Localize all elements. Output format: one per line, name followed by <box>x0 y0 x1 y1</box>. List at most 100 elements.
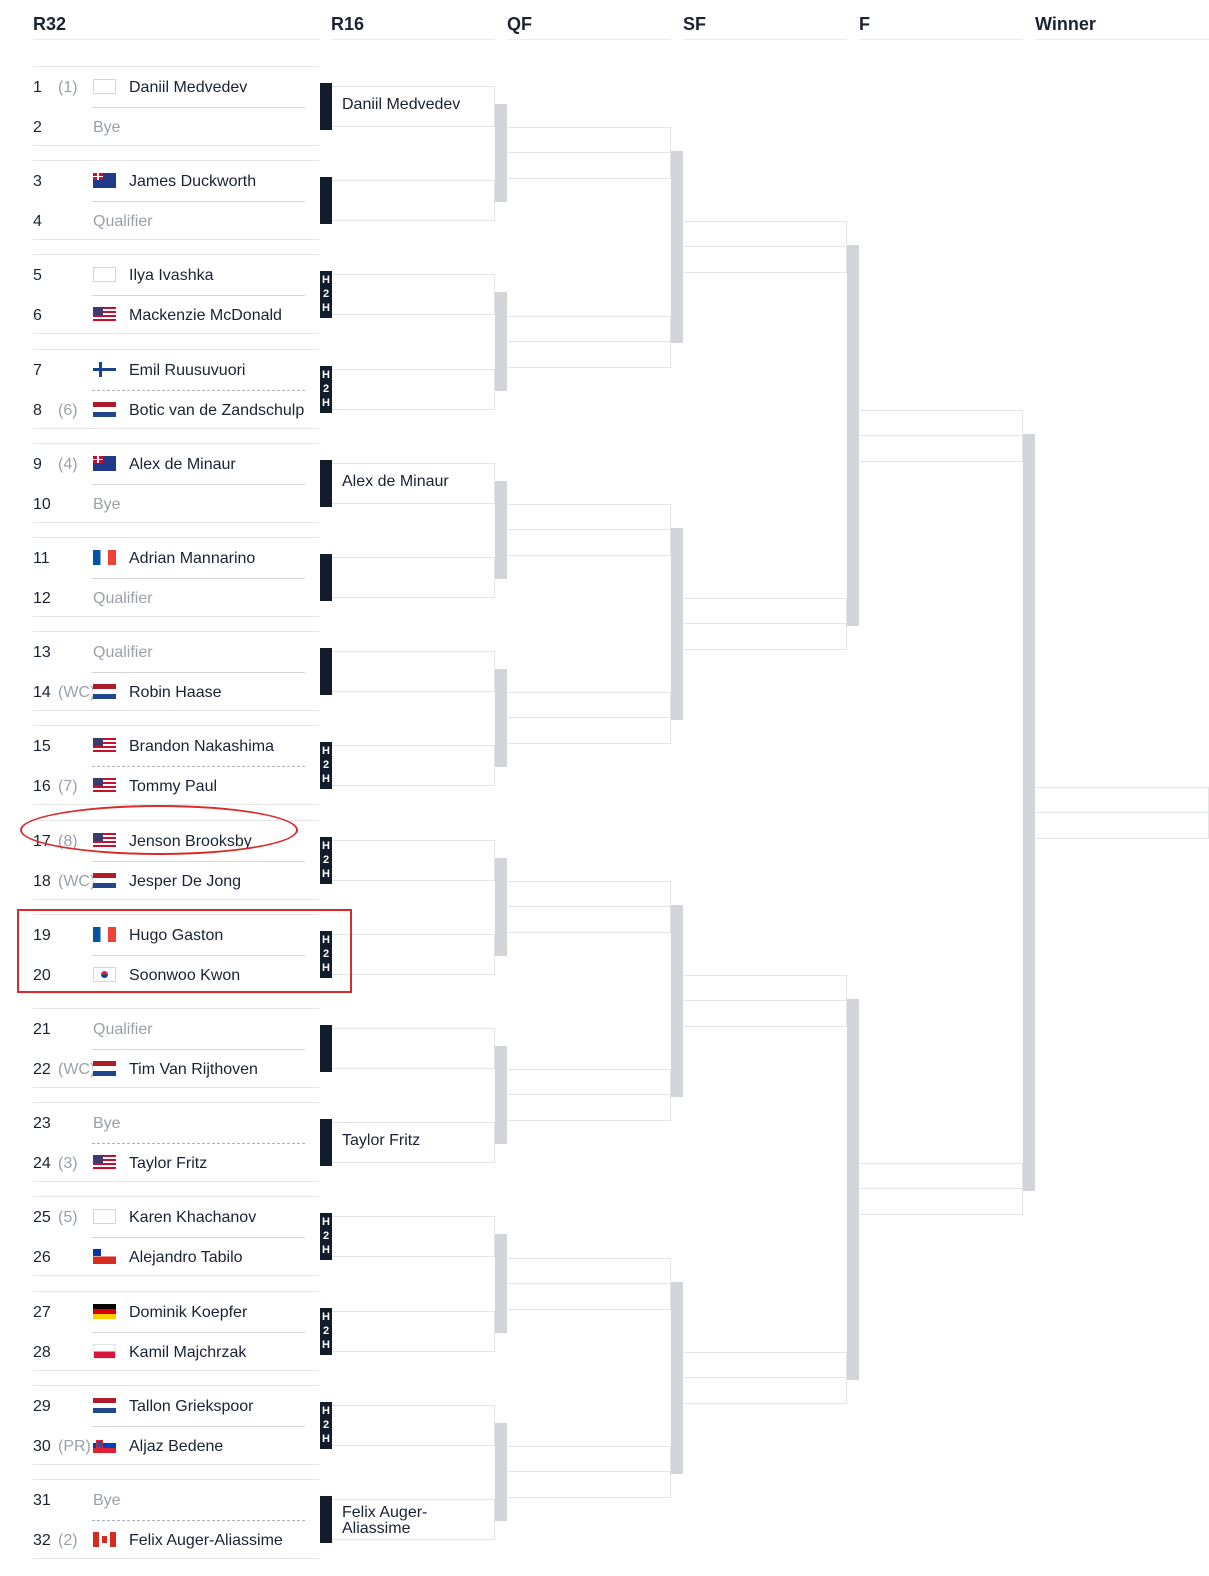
r16-player-name[interactable]: Felix Auger- Aliassime <box>342 1504 428 1537</box>
r16-slot[interactable] <box>332 274 495 316</box>
r16-slot[interactable]: Alex de Minaur <box>332 462 495 504</box>
player-row[interactable]: 28 Kamil Majchrzak <box>33 1332 319 1372</box>
qf-slot[interactable] <box>508 127 671 154</box>
sf-slot[interactable] <box>684 974 847 1001</box>
f-slot[interactable] <box>860 409 1023 436</box>
player-name[interactable]: Taylor Fritz <box>129 1155 208 1173</box>
r16-slot[interactable]: Taylor Fritz <box>332 1122 495 1164</box>
player-row[interactable]: 22(WC)Tim Van Rijthoven <box>33 1049 319 1089</box>
r16-slot[interactable] <box>332 651 495 693</box>
player-name[interactable]: Robin Haase <box>129 684 222 702</box>
r16-slot[interactable] <box>332 933 495 975</box>
player-row[interactable]: 18(WC)Jesper De Jong <box>33 861 319 901</box>
winner-slot[interactable] <box>1036 786 1209 813</box>
qf-slot-lower <box>508 718 671 745</box>
player-name[interactable]: Soonwoo Kwon <box>129 966 241 984</box>
player-row[interactable]: 8(6)Botic van de Zandschulp <box>33 390 319 430</box>
player-name[interactable]: Botic van de Zandschulp <box>129 401 305 419</box>
player-name[interactable]: Dominik Koepfer <box>129 1303 248 1321</box>
r16-slot[interactable] <box>332 839 495 881</box>
player-row[interactable]: 30(PR)Aljaz Bedene <box>33 1426 319 1466</box>
r16-slot[interactable] <box>332 1216 495 1258</box>
player-name[interactable]: Karen Khachanov <box>129 1209 257 1227</box>
qf-slot[interactable] <box>508 692 671 719</box>
player-row[interactable]: 1(1)Daniil Medvedev <box>33 67 319 107</box>
player-name[interactable]: Felix Auger-Aliassime <box>129 1532 283 1549</box>
sf-slot[interactable] <box>684 598 847 625</box>
player-name[interactable]: Tim Van Rijthoven <box>129 1061 258 1078</box>
r16-player-name[interactable]: Taylor Fritz <box>342 1132 421 1150</box>
r16-player-name[interactable]: Alex de Minaur <box>342 472 449 490</box>
player-row[interactable]: 32(2)Felix Auger-Aliassime <box>33 1520 319 1560</box>
r16-slot[interactable] <box>332 1310 495 1352</box>
r16-slot[interactable] <box>332 1404 495 1446</box>
sf-slot[interactable] <box>684 1351 847 1378</box>
player-name[interactable]: James Duckworth <box>129 173 257 191</box>
player-name[interactable]: Alex de Minaur <box>129 455 236 473</box>
player-name[interactable]: Mackenzie McDonald <box>129 307 282 325</box>
player-name[interactable]: Tommy Paul <box>129 778 218 796</box>
r16-player-name[interactable]: Daniil Medvedev <box>342 96 461 113</box>
r16-slot[interactable] <box>332 745 495 787</box>
player-name[interactable]: Kamil Majchrzak <box>129 1343 247 1361</box>
player-name[interactable]: Ilya Ivashka <box>129 267 214 285</box>
r16-slot[interactable] <box>332 557 495 598</box>
player-row[interactable]: 24(3)Taylor Fritz <box>33 1143 319 1183</box>
player-name[interactable]: Adrian Mannarino <box>129 550 256 567</box>
f-slot[interactable] <box>860 1163 1023 1190</box>
r16-slot[interactable] <box>332 180 495 222</box>
sf-slot[interactable] <box>684 221 847 248</box>
player-row[interactable]: 9(4)Alex de Minaur <box>33 444 319 484</box>
player-name[interactable]: Aljaz Bedene <box>129 1437 224 1455</box>
player-name[interactable]: Alejandro Tabilo <box>129 1249 243 1267</box>
qf-slot[interactable] <box>508 1445 671 1472</box>
qf-slot[interactable] <box>508 880 671 907</box>
r16-slot[interactable] <box>332 1028 495 1069</box>
qf-slot[interactable] <box>508 1069 671 1096</box>
draw-position: 28 <box>33 1343 51 1361</box>
player-row[interactable]: 14(WC)Robin Haase <box>33 672 319 712</box>
player-row[interactable]: 16(7)Tommy Paul <box>33 766 319 806</box>
player-name[interactable]: Emil Ruusuvuori <box>129 361 246 379</box>
r16-slot[interactable]: Daniil Medvedev <box>332 86 495 127</box>
player-name[interactable]: Daniil Medvedev <box>129 79 248 96</box>
player-name[interactable]: Jesper De Jong <box>129 872 242 890</box>
player-name[interactable]: Brandon Nakashima <box>129 738 274 756</box>
qf-slot[interactable] <box>508 1257 671 1284</box>
qf-slot[interactable] <box>508 503 671 530</box>
player-name[interactable]: Tallon Griekspoor <box>129 1397 254 1415</box>
player-name[interactable]: Hugo Gaston <box>129 926 224 944</box>
r16-slot[interactable] <box>332 368 495 410</box>
player-row[interactable]: 25(5)Karen Khachanov <box>33 1197 319 1237</box>
pol-flag-icon <box>93 1343 116 1359</box>
r16-slot[interactable]: Felix Auger- Aliassime <box>332 1499 495 1540</box>
qf-slot[interactable] <box>508 315 671 342</box>
